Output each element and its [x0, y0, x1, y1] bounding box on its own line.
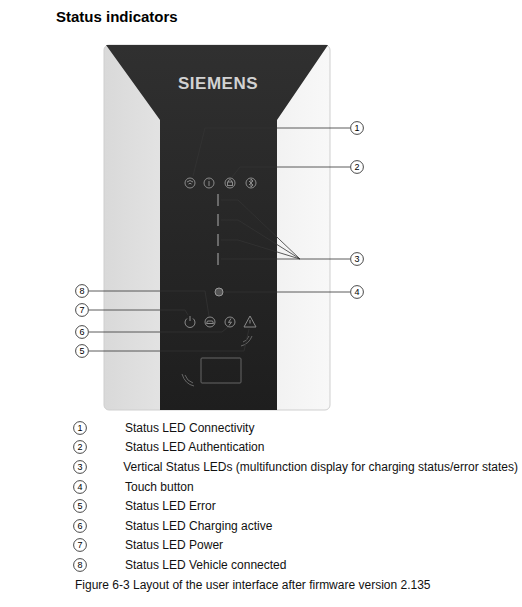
legend-number-circle: 3 — [73, 460, 87, 474]
brand-logo: SIEMENS — [178, 74, 258, 94]
callout-circle: 1 — [350, 121, 364, 135]
callout-number: 1 — [73, 421, 87, 435]
callout-circle: 8 — [75, 284, 89, 298]
touch-button — [215, 288, 223, 296]
legend-number-circle: 8 — [73, 558, 87, 572]
callout-number: 1 — [350, 121, 364, 135]
callout-number: 2 — [73, 440, 87, 454]
top-status-icons — [185, 178, 256, 188]
callout-circle: 7 — [75, 303, 89, 317]
bottom-status-icons — [185, 316, 256, 327]
figure-caption: Figure 6-3 Layout of the user interface … — [75, 578, 431, 592]
callout-number: 8 — [75, 284, 89, 298]
callout-number: 6 — [75, 325, 89, 339]
legend-number-circle: 4 — [73, 480, 87, 494]
legend-description: Status LED Authentication — [125, 440, 264, 454]
legend-number-circle: 1 — [73, 421, 87, 435]
callout-number: 5 — [73, 499, 87, 513]
callout-number: 3 — [73, 460, 87, 474]
legend-description: Touch button — [125, 480, 194, 494]
callout-circle: 6 — [75, 325, 89, 339]
callout-number: 4 — [350, 285, 364, 299]
legend-number-circle: 5 — [73, 499, 87, 513]
callout-number: 6 — [73, 519, 87, 533]
callout-number: 3 — [350, 252, 364, 266]
callout-number: 7 — [73, 538, 87, 552]
device-housing — [104, 45, 330, 410]
callout-number: 5 — [75, 344, 89, 358]
callout-number: 8 — [73, 558, 87, 572]
legend-number-circle: 2 — [73, 440, 87, 454]
legend-description: Vertical Status LEDs (multifunction disp… — [123, 460, 518, 474]
callout-number: 2 — [350, 160, 364, 174]
callout-number: 4 — [73, 480, 87, 494]
legend-number-circle: 7 — [73, 538, 87, 552]
legend-description: Status LED Connectivity — [125, 421, 254, 435]
callout-circle: 4 — [350, 285, 364, 299]
rfid-reader — [182, 336, 252, 386]
legend-description: Status LED Power — [125, 538, 223, 552]
legend-number-circle: 6 — [73, 519, 87, 533]
legend-description: Status LED Charging active — [125, 519, 272, 533]
legend-description: Status LED Error — [125, 499, 216, 513]
vertical-status-leds — [217, 194, 219, 265]
callout-number: 7 — [75, 303, 89, 317]
page-title: Status indicators — [56, 8, 178, 25]
legend-description: Status LED Vehicle connected — [125, 558, 286, 572]
callout-circle: 3 — [350, 252, 364, 266]
callout-circle: 2 — [350, 160, 364, 174]
leader-lines — [89, 128, 350, 351]
callout-circle: 5 — [75, 344, 89, 358]
